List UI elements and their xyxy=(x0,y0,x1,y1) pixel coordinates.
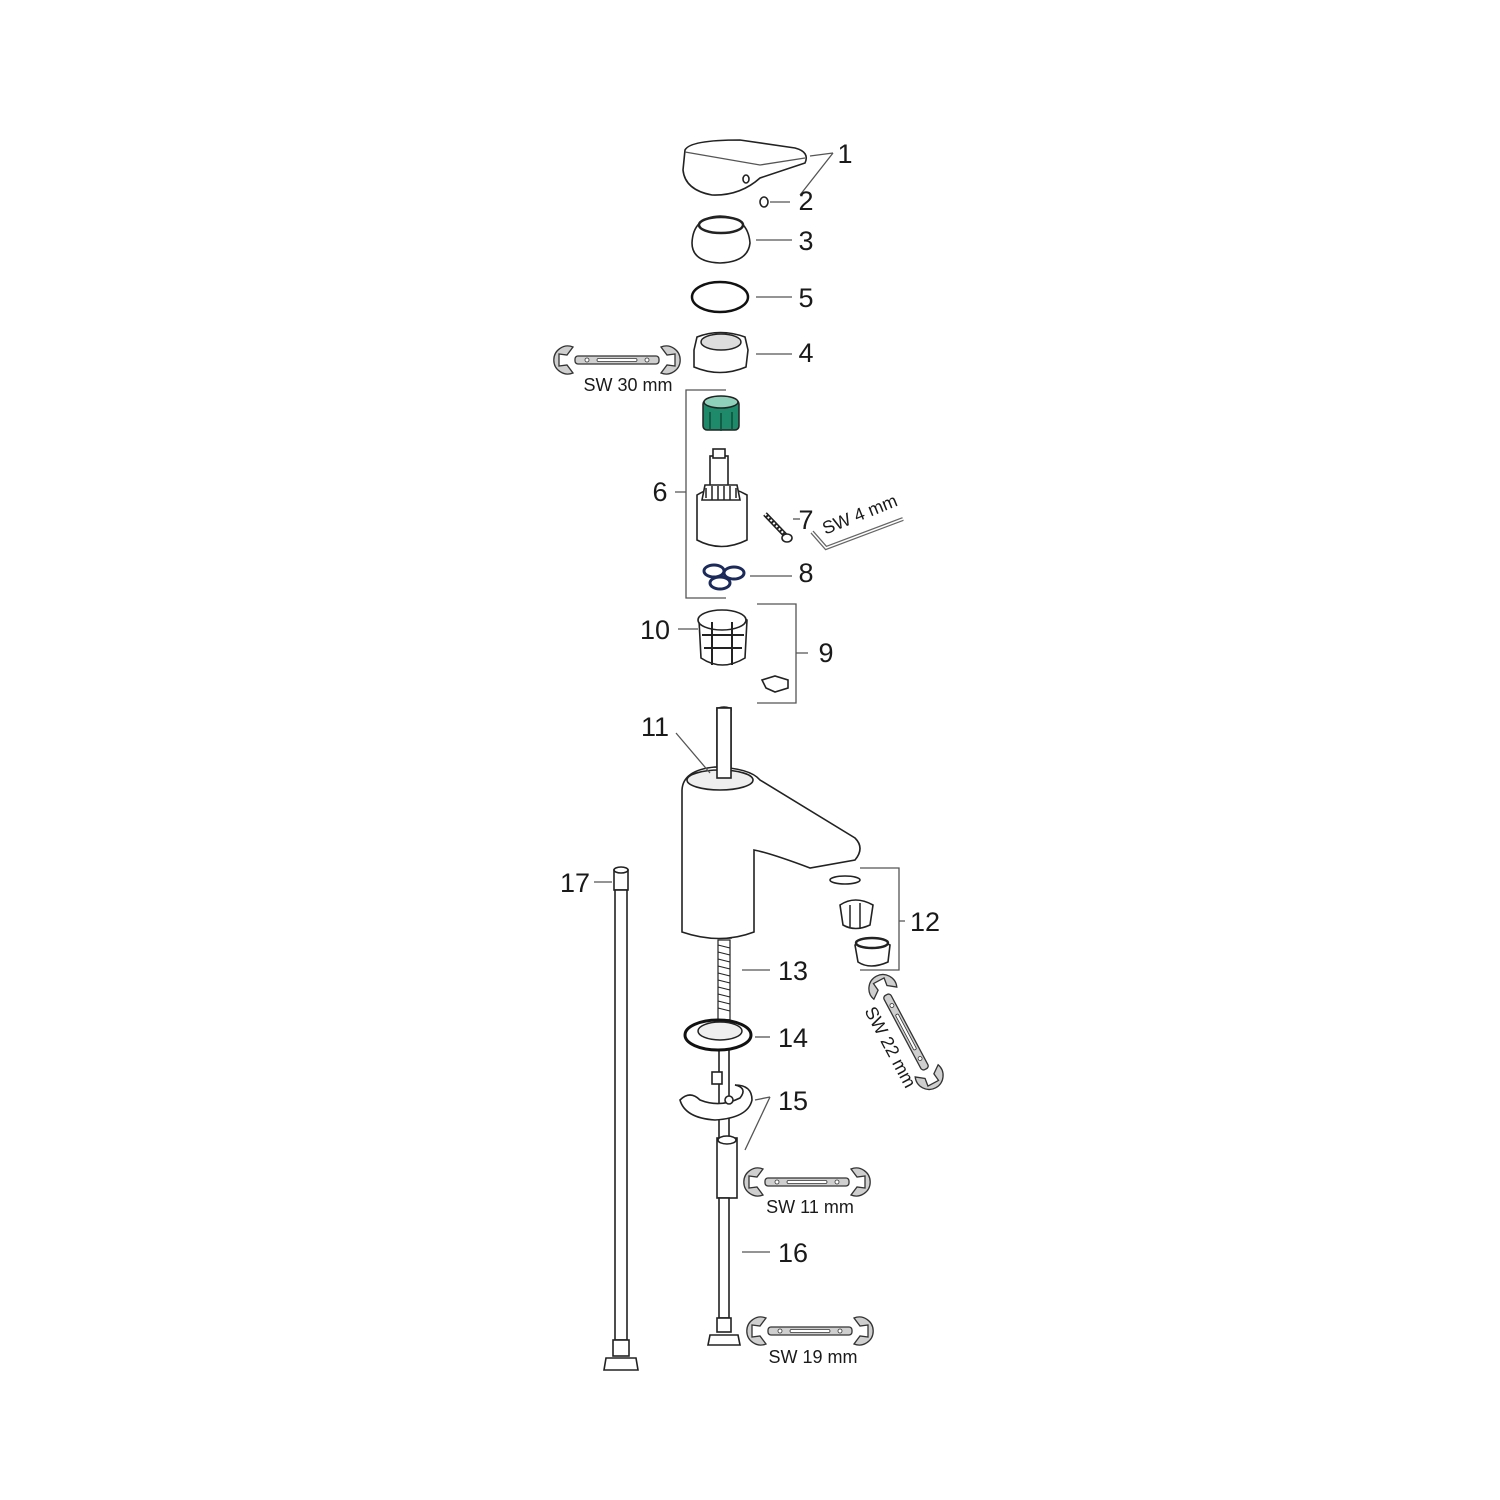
part-2-grub-screw xyxy=(759,196,769,208)
part-6-cartridge-nut xyxy=(702,395,740,431)
label-7: 7 xyxy=(798,505,813,535)
label-14: 14 xyxy=(778,1023,808,1053)
part-16-hose xyxy=(707,1197,741,1346)
label-8: 8 xyxy=(798,558,813,588)
label-3: 3 xyxy=(798,226,813,256)
label-9: 9 xyxy=(818,638,833,668)
part-6-cartridge xyxy=(696,448,748,548)
part-1-handle xyxy=(682,139,808,196)
wrench-icon xyxy=(743,1167,871,1197)
part-17-hose xyxy=(603,866,639,1371)
label-15: 15 xyxy=(778,1086,808,1116)
label-16: 16 xyxy=(778,1238,808,1268)
part-5-o-ring xyxy=(690,280,750,314)
part-7-screw xyxy=(763,512,793,543)
label-11: 11 xyxy=(641,712,669,742)
label-13: 13 xyxy=(778,956,808,986)
tool-label-sw19: SW 19 mm xyxy=(768,1347,857,1367)
part-12-aerator xyxy=(829,875,891,967)
wrench-icon xyxy=(553,345,681,375)
part-4-nut xyxy=(693,331,749,374)
part-14-gasket xyxy=(683,1018,753,1052)
part-11-mixer-body xyxy=(681,707,861,940)
part-8-o-rings xyxy=(702,563,746,591)
label-1: 1 xyxy=(837,139,852,169)
label-5: 5 xyxy=(798,283,813,313)
wrench-icon xyxy=(746,1316,874,1346)
tool-label-sw4: SW 4 mm xyxy=(819,490,900,538)
label-17: 17 xyxy=(560,868,590,898)
part-10-valve-insert xyxy=(697,609,748,666)
tool-label-sw30: SW 30 mm xyxy=(583,375,672,395)
label-4: 4 xyxy=(798,338,813,368)
label-2: 2 xyxy=(798,186,813,216)
tool-label-sw11: SW 11 mm xyxy=(766,1197,854,1217)
label-10: 10 xyxy=(640,615,670,645)
part-15-fixing-plate xyxy=(679,1071,753,1199)
part-9-clip xyxy=(760,675,789,693)
label-12: 12 xyxy=(910,907,940,937)
part-3-cover-cap xyxy=(691,215,751,264)
label-6: 6 xyxy=(652,477,667,507)
